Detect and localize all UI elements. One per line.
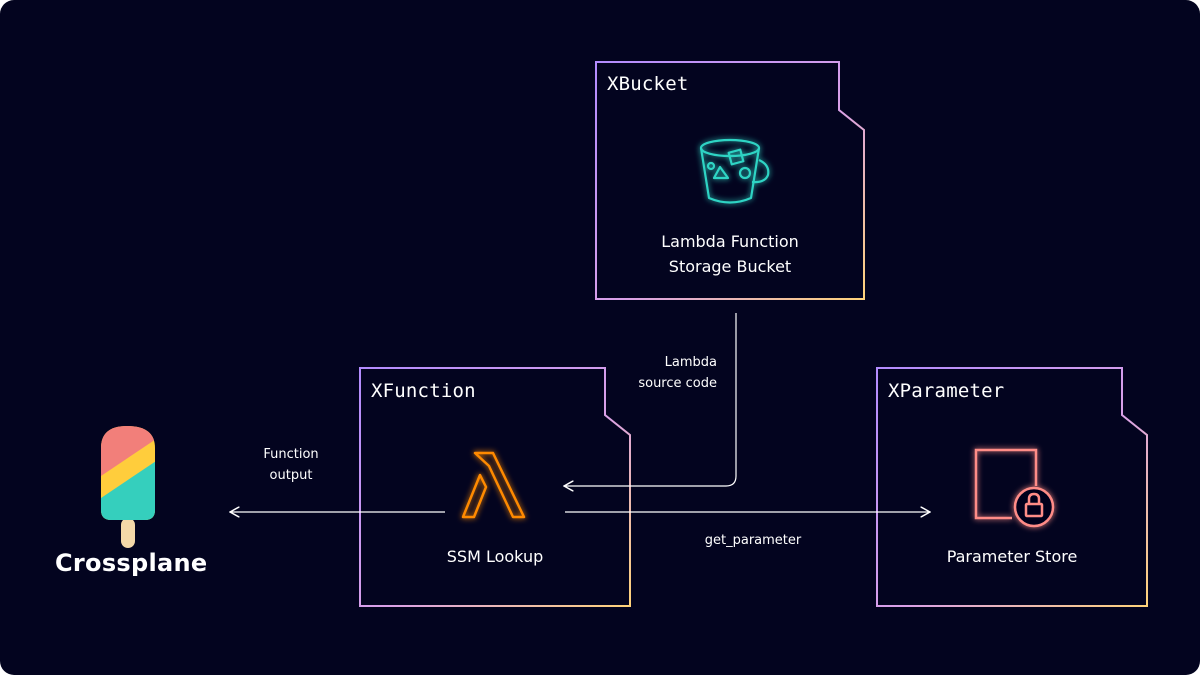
xbucket-label: Lambda Function Storage Bucket xyxy=(630,229,830,279)
xfunction-label: SSM Lookup xyxy=(446,547,544,566)
parameter-store-icon xyxy=(974,448,1055,528)
get-parameter-edge-label: get_parameter xyxy=(704,533,802,548)
function-output-label-line2: output xyxy=(269,468,313,483)
function-output-edge-label: Function output xyxy=(226,444,356,486)
xfunction-title: XFunction xyxy=(371,380,476,402)
xfunction-card xyxy=(359,367,631,607)
source-code-label-line2: source code xyxy=(638,376,717,391)
source-code-connector xyxy=(564,313,737,486)
xparameter-card xyxy=(876,367,1148,607)
xbucket-label-line2: Storage Bucket xyxy=(668,257,792,276)
source-code-edge-label: Lambda source code xyxy=(605,352,745,394)
function-output-label-line1: Function xyxy=(263,447,319,462)
lambda-icon xyxy=(461,451,526,519)
xparameter-label: Parameter Store xyxy=(946,547,1078,566)
xparameter-title: XParameter xyxy=(888,380,1005,402)
crossplane-popsicle-logo xyxy=(101,426,155,548)
s3-bucket-icon xyxy=(699,138,770,204)
crossplane-wordmark: Crossplane xyxy=(55,549,208,577)
xbucket-label-line1: Lambda Function xyxy=(661,232,799,251)
xbucket-title: XBucket xyxy=(607,73,689,95)
source-code-label-line1: Lambda xyxy=(664,355,717,370)
xbucket-card xyxy=(595,61,865,300)
